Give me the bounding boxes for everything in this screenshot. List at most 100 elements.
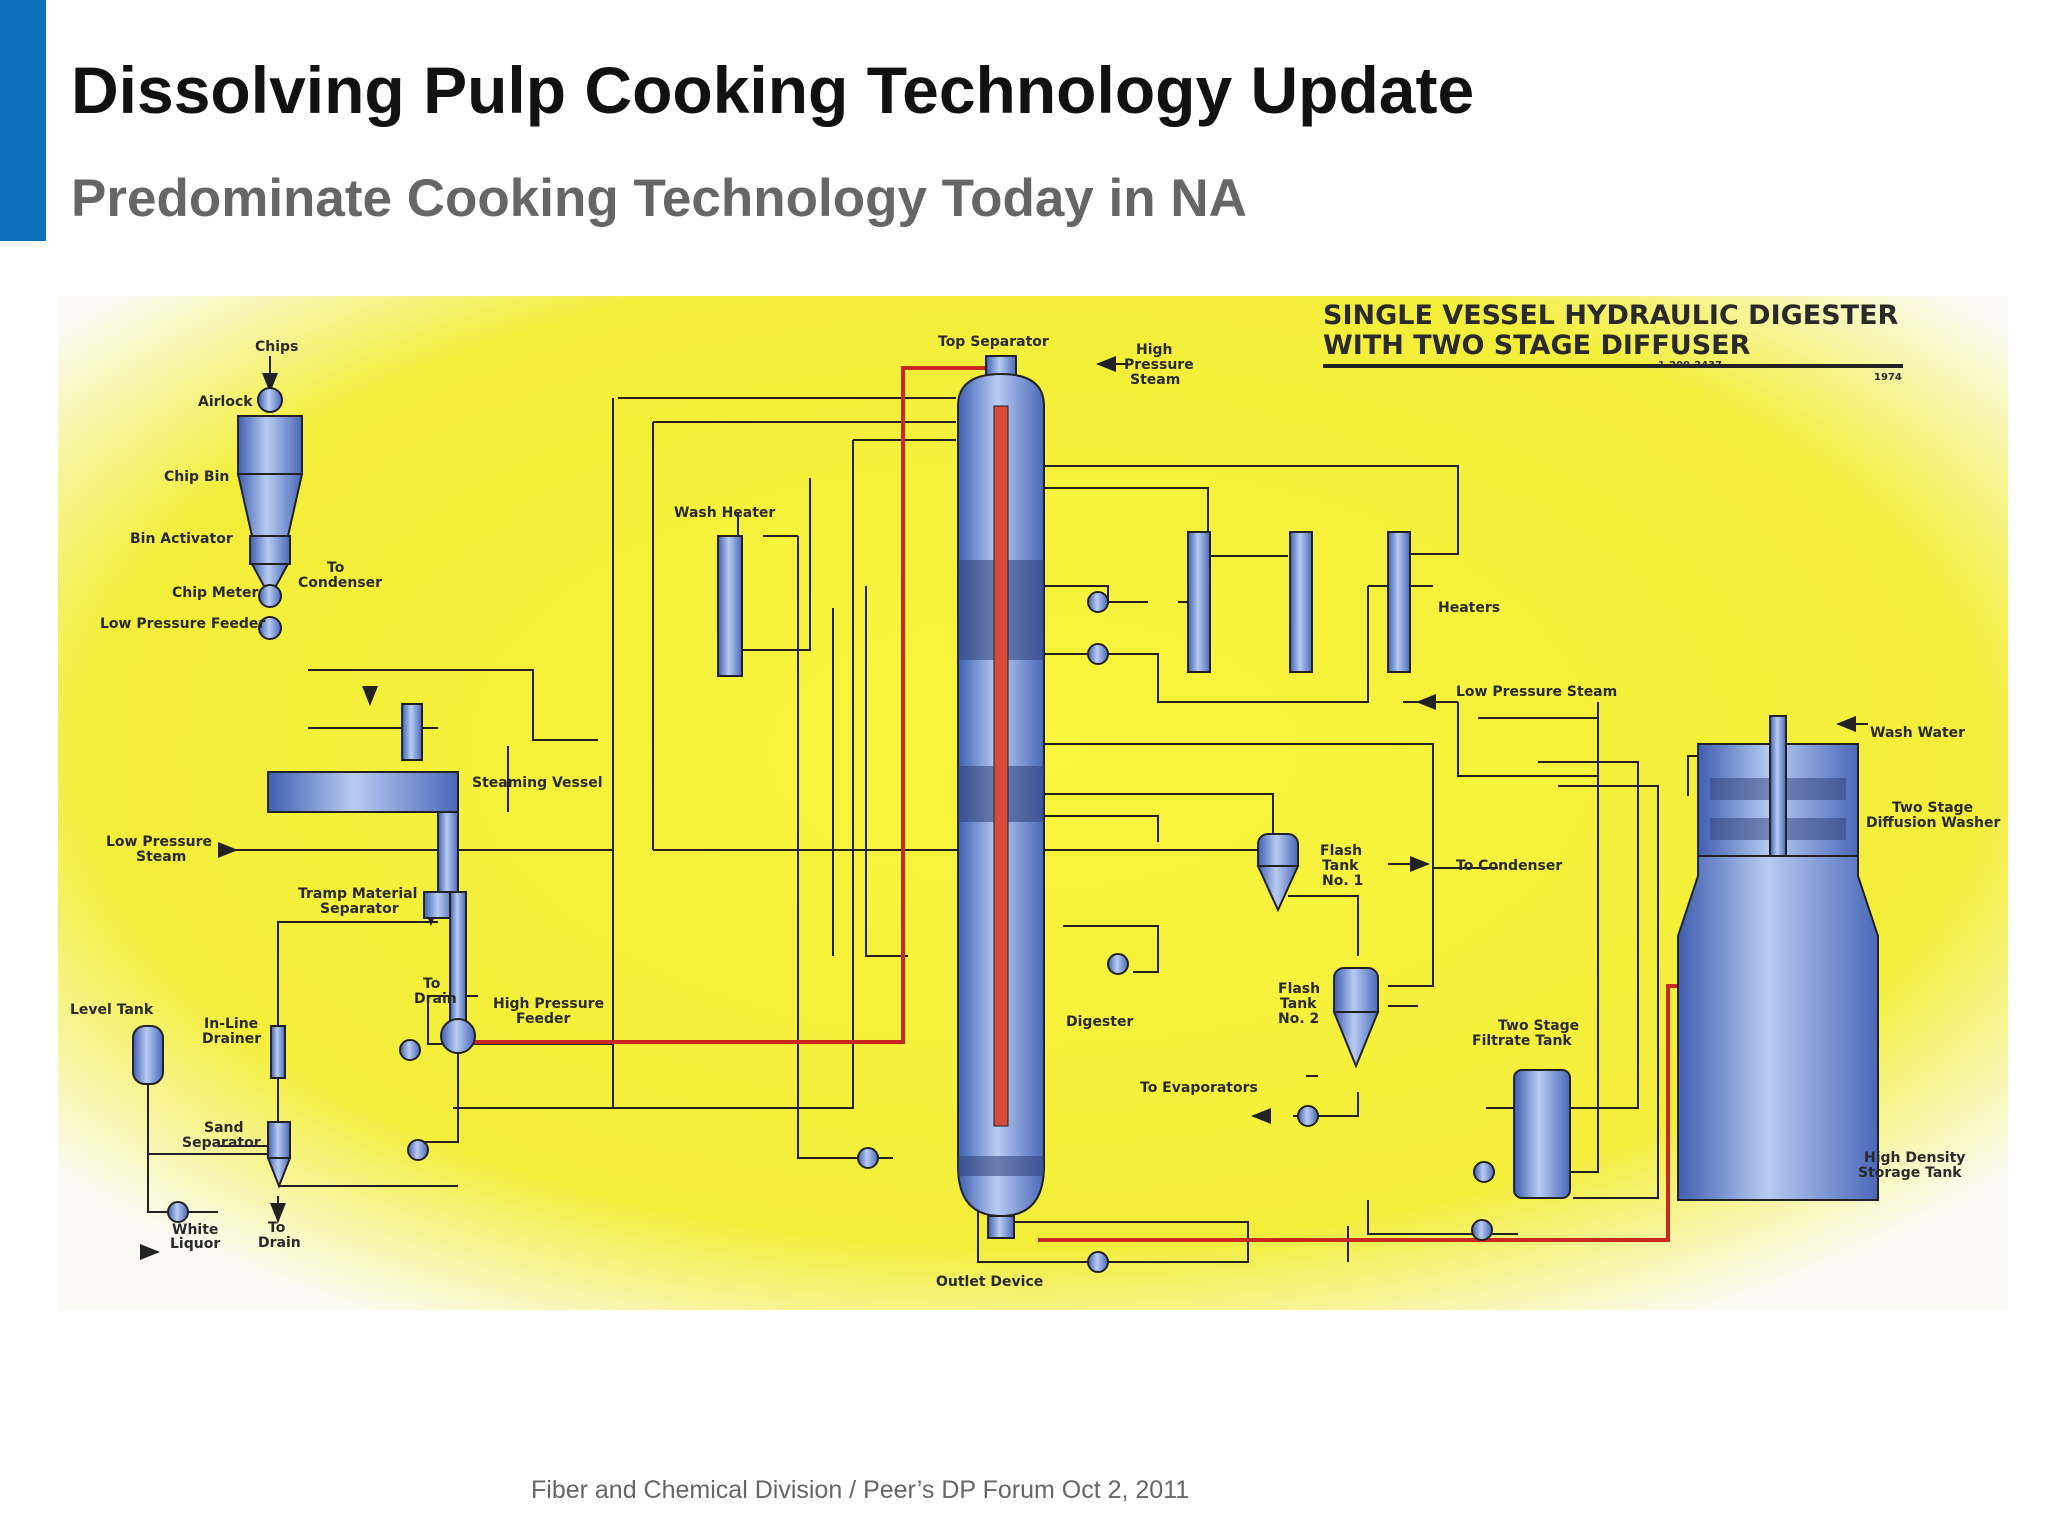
pipe — [1288, 895, 1359, 956]
label-filtrate-a: Two Stage — [1498, 1018, 1579, 1034]
label-chip-meter: Chip Meter — [172, 585, 259, 601]
diagram-year: 1974 — [1874, 372, 1902, 383]
slide-footer: Fiber and Chemical Division / Peer’s DP … — [531, 1476, 1190, 1504]
label-wash-heater: Wash Heater — [674, 505, 775, 521]
label-outlet-device: Outlet Device — [936, 1274, 1043, 1290]
slide-subtitle: Predominate Cooking Technology Today in … — [71, 169, 1247, 228]
label-to-drain-1b: Drain — [414, 991, 457, 1007]
label-top-separator: Top Separator — [938, 334, 1049, 350]
label-sand-b: Separator — [182, 1135, 261, 1151]
label-chip-bin: Chip Bin — [164, 469, 229, 485]
diagram-code: 1-200-2437 — [1658, 360, 1722, 371]
central-pipe — [993, 405, 1009, 1127]
label-flash-1b: Tank — [1322, 858, 1359, 874]
pipe — [453, 440, 854, 1109]
pump — [1297, 1105, 1319, 1127]
pipe — [1478, 717, 1599, 1173]
heater — [1187, 531, 1211, 673]
low-pressure-feeder — [258, 616, 282, 640]
label-digester: Digester — [1066, 1014, 1133, 1030]
label-chips: Chips — [255, 339, 298, 355]
label-white-liquor-b: Liquor — [170, 1236, 220, 1252]
pump — [1087, 1251, 1109, 1273]
label-flash-2b: Tank — [1280, 996, 1317, 1012]
pipe — [977, 1204, 1074, 1263]
label-tramp-b: Separator — [320, 901, 399, 917]
label-hp-feeder-a: High Pressure — [493, 996, 604, 1012]
label-to-condenser-1a: To — [327, 560, 345, 576]
high-density-storage-tank — [1677, 855, 1879, 1201]
digester-flow-diagram: SINGLE VESSEL HYDRAULIC DIGESTER WITH TW… — [58, 296, 2008, 1310]
label-high-density-b: Storage Tank — [1858, 1165, 1962, 1181]
label-high-density-a: High Density — [1864, 1150, 1965, 1166]
heater — [1387, 531, 1411, 673]
pipe — [718, 478, 811, 651]
label-flash-2a: Flash — [1278, 981, 1320, 997]
pipe — [147, 1136, 218, 1213]
label-airlock: Airlock — [198, 394, 253, 410]
pipe — [1038, 743, 1434, 987]
steaming-vessel — [267, 771, 459, 813]
label-lp-steam-left-a: Low Pressure — [106, 834, 212, 850]
label-lp-steam-right: Low Pressure Steam — [1456, 684, 1617, 700]
digester-group — [957, 355, 1045, 1239]
outlet-device — [987, 1215, 1015, 1239]
pipe — [1558, 785, 1659, 1199]
hot-pipe-feed — [453, 366, 993, 1044]
diagram-header-line1: SINGLE VESSEL HYDRAULIC DIGESTER — [1323, 300, 1899, 331]
pump — [167, 1201, 189, 1223]
pump — [1473, 1161, 1495, 1183]
pipe — [1063, 925, 1159, 973]
pipe — [1367, 1200, 1518, 1235]
pump — [1471, 1219, 1493, 1241]
label-heaters: Heaters — [1438, 600, 1500, 616]
pipe — [1038, 793, 1274, 834]
condenser-stub — [401, 703, 423, 761]
wash-heater — [717, 535, 743, 677]
diffuser-shaft — [1769, 715, 1787, 857]
label-low-pressure-feeder: Low Pressure Feeder — [100, 616, 265, 632]
label-bin-activator: Bin Activator — [130, 531, 233, 547]
sand-separator — [267, 1121, 291, 1159]
level-tank — [132, 1025, 164, 1085]
pump — [1087, 643, 1109, 665]
label-in-line-b: Drainer — [202, 1031, 261, 1047]
label-level-tank: Level Tank — [70, 1002, 154, 1018]
label-filtrate-b: Filtrate Tank — [1472, 1033, 1572, 1049]
accent-bar — [0, 0, 46, 241]
label-hp-feeder-b: Feeder — [516, 1011, 571, 1027]
pump — [1087, 591, 1109, 613]
bin-activator — [249, 535, 291, 565]
airlock — [257, 387, 283, 413]
label-lp-steam-left-b: Steam — [136, 849, 186, 865]
pump — [857, 1147, 879, 1169]
label-hp-steam-a: High — [1136, 342, 1173, 358]
pipe — [865, 586, 908, 957]
pump — [399, 1039, 421, 1061]
label-tramp-a: Tramp Material — [298, 886, 417, 902]
heater — [1289, 531, 1313, 673]
label-to-drain-2a: To — [268, 1220, 286, 1236]
label-to-evaporators: To Evaporators — [1140, 1080, 1258, 1096]
chip-bin-group — [132, 387, 476, 1223]
label-to-drain-1a: To — [423, 976, 441, 992]
label-steaming-vessel: Steaming Vessel — [472, 775, 603, 791]
label-diffusion-a: Two Stage — [1892, 800, 1973, 816]
pipe — [1038, 465, 1459, 555]
header-rule — [1323, 364, 1903, 368]
label-to-drain-2b: Drain — [258, 1235, 301, 1251]
pipe — [418, 1022, 459, 1143]
pump — [407, 1139, 429, 1161]
label-hp-steam-c: Steam — [1130, 372, 1180, 388]
diagram-header-line2: WITH TWO STAGE DIFFUSER — [1323, 330, 1751, 361]
label-to-condenser-1b: Condenser — [298, 575, 382, 591]
pump — [1107, 953, 1129, 975]
pipe — [1148, 586, 1369, 703]
in-line-drainer — [270, 1025, 286, 1079]
pipe — [308, 669, 598, 741]
chip-bin — [237, 415, 303, 475]
label-wash-water: Wash Water — [1870, 725, 1965, 741]
label-sand-a: Sand — [204, 1120, 244, 1136]
label-flash-1a: Flash — [1320, 843, 1362, 859]
pipe — [1038, 585, 1148, 603]
